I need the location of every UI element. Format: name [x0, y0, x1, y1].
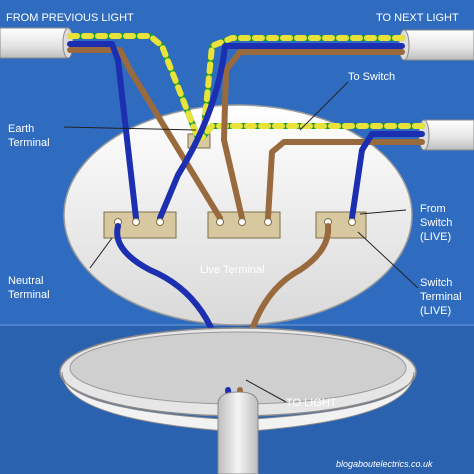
- label-switch-terminal-line1: Switch: [420, 277, 452, 289]
- cable-to-next-light: [401, 29, 474, 61]
- leader-lines: [63, 81, 419, 403]
- watermark: blogaboutelectrics.co.uk: [336, 459, 433, 469]
- label-earth-terminal-line2: Terminal: [8, 137, 50, 149]
- label-from-switch-line2: Switch: [420, 217, 452, 229]
- label-to-next-light: TO NEXT LIGHT: [376, 12, 459, 24]
- terminal-screws: [114, 218, 356, 226]
- label-earth-terminal-line1: Earth: [8, 123, 34, 135]
- label-to-light: TO LIGHT: [286, 397, 337, 409]
- live-wires: [67, 47, 425, 221]
- label-from-switch-line1: From: [420, 203, 446, 215]
- cable-from-previous-light: [0, 27, 71, 59]
- neutral-wires: [67, 41, 425, 221]
- label-to-switch: To Switch: [348, 71, 395, 83]
- label-neutral-terminal-line1: Neutral: [8, 275, 43, 287]
- label-switch-terminal-line3: (LIVE): [420, 305, 451, 317]
- label-switch-terminal-line2: Terminal: [420, 291, 462, 303]
- label-live-terminal: Live Terminal: [200, 264, 265, 276]
- switch-terminal-block: [315, 211, 367, 239]
- pendant-ring-rim: [61, 371, 415, 433]
- lamp-holder: [217, 391, 259, 474]
- label-from-previous-light: FROM PREVIOUS LIGHT: [6, 12, 134, 24]
- label-neutral-terminal-line2: Terminal: [8, 289, 50, 301]
- cable-to-switch: [421, 119, 474, 151]
- label-from-switch-line3: (LIVE): [420, 231, 451, 243]
